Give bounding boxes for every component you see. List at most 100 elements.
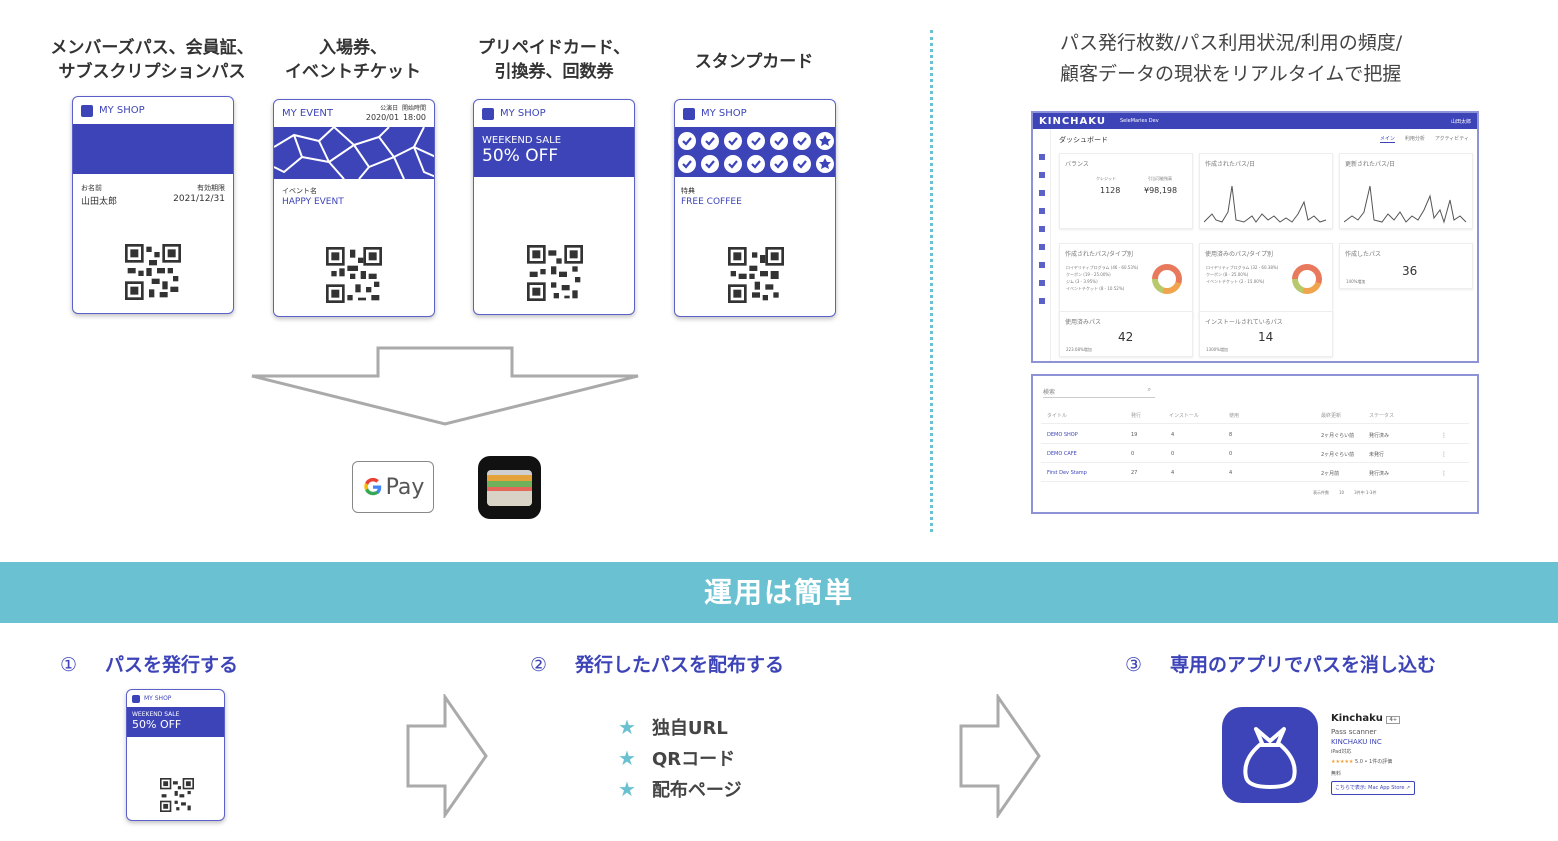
app-platform: iPad対応 <box>1331 749 1352 755</box>
used-by-type-card: 使用済みのパス/タイプ別 ロイヤリティプログラム (32 - 60.38%) ク… <box>1199 243 1333 319</box>
dashboard-sidebar <box>1033 129 1051 361</box>
date-label: 公演日 <box>380 105 399 112</box>
event-ticket-card: MY EVENT 公演日 開始時間 2020/01 18:00 イベント名 HA… <box>273 99 435 317</box>
title-members: メンバーズパス、会員証、 サブスクリプションパス <box>50 38 254 82</box>
more-icon[interactable]: ⋮ <box>1441 451 1447 458</box>
tab-main[interactable]: メイン <box>1379 136 1395 143</box>
sale-label: WEEKEND SALE <box>482 135 562 146</box>
event-title: MY EVENT <box>282 108 333 119</box>
created-per-day-card: 作成されたパス/日 <box>1199 153 1333 229</box>
updated-line-chart <box>1344 185 1467 224</box>
shop-icon <box>81 104 93 117</box>
rating-stars-icon: ★★★★★ <box>1331 759 1354 765</box>
vertical-divider <box>930 30 933 532</box>
bag-icon <box>132 694 140 703</box>
more-icon[interactable]: ⋮ <box>1441 470 1447 477</box>
event-name-label: イベント名 <box>282 187 317 195</box>
perk-label: 特典 <box>681 187 695 195</box>
dashboard-window: KINCHAKU SeleMaries Dev 山田太郎 ダッシュボード メイン… <box>1031 111 1479 363</box>
pouch-icon <box>1243 727 1297 789</box>
more-icon[interactable]: ⋮ <box>1441 432 1447 439</box>
used-by-type-title: 使用済みのパス/タイプ別 <box>1205 251 1274 258</box>
member-name: 山田太郎 <box>81 197 118 207</box>
mac-app-store-button[interactable]: こちらで表示: Mac App Store ↗ <box>1331 781 1415 795</box>
updated-per-day-title: 更新されたパス/日 <box>1345 161 1396 168</box>
amount-label: 引当可能残高 <box>1148 176 1172 181</box>
expiry-label: 有効期限 <box>197 184 225 192</box>
qr-code-icon <box>326 247 382 303</box>
qr-code-icon <box>160 778 194 812</box>
app-developer[interactable]: KINCHAKU INC <box>1331 738 1382 746</box>
kinchaku-app-icon[interactable] <box>1222 707 1318 803</box>
prepaid-shop-name: MY SHOP <box>500 108 546 119</box>
created-by-type-card: 作成されたパス/タイプ別 ロイヤリティプログラム (46 - 60.53%) ク… <box>1059 243 1193 319</box>
account-selector[interactable]: SeleMaries Dev <box>1119 118 1159 124</box>
search-icon: ⌕ <box>1147 386 1151 393</box>
installed-pass-value: 14 <box>1258 330 1274 344</box>
gpay-label: Pay <box>385 474 425 500</box>
used-pass-trend: 223.08%増加 <box>1066 347 1092 352</box>
rows-per-page-select[interactable]: 10 <box>1339 490 1345 495</box>
name-label: お名前 <box>81 184 102 192</box>
table-pagination: 表示件数 10 3件中 1-3件 <box>1313 490 1377 495</box>
google-pay-button[interactable]: Pay <box>352 461 434 513</box>
banner-easy-operation: 運用は簡単 <box>0 562 1558 623</box>
tab-activity[interactable]: アクティビティ <box>1434 136 1469 142</box>
members-card-header: MY SHOP <box>73 97 233 124</box>
expiry-date: 2021/12/31 <box>173 194 225 204</box>
bag-icon <box>482 107 494 120</box>
used-pass-card: 使用済みパス 42 223.08%増加 <box>1059 311 1193 357</box>
installed-pass-trend: 1300%増加 <box>1206 347 1228 352</box>
app-name: Kinchaku <box>1331 713 1383 724</box>
app-price: 無料 <box>1331 771 1342 777</box>
dashboard-caption: パス発行枚数/パス利用状況/利用の頻度/ 顧客データの現状をリアルタイムで把握 <box>1060 32 1403 85</box>
amount-value: ¥98,198 <box>1144 186 1178 195</box>
apple-wallet-icon[interactable] <box>478 456 541 519</box>
star-icon: ★ <box>618 777 636 801</box>
rating-text: 5.0 • 1件の評価 <box>1355 759 1393 765</box>
time-label: 開始時間 <box>401 105 426 112</box>
title-event: 入場券、 イベントチケット <box>285 38 421 82</box>
search-input[interactable]: 検索 ⌕ <box>1043 384 1155 398</box>
user-menu[interactable]: 山田太郎 <box>1450 118 1471 125</box>
sidebar-icons[interactable] <box>1039 154 1045 304</box>
created-by-type-title: 作成されたパス/タイプ別 <box>1065 251 1134 258</box>
members-pass-card: MY SHOP お名前 山田太郎 有効期限 2021/12/31 <box>72 96 234 314</box>
created-pass-card: 作成したパス 36 140%増加 <box>1339 243 1473 289</box>
down-arrow-icon <box>251 346 639 426</box>
google-g-icon <box>363 477 381 496</box>
prepaid-card: MY SHOP WEEKEND SALE 50% OFF <box>473 99 635 315</box>
app-store-info: Kinchaku 4+ Pass scanner KINCHAKU INC iP… <box>1331 712 1415 795</box>
installed-pass-title: インストールされているパス <box>1205 319 1283 326</box>
dashboard-tabs: メイン 利用分析 アクティビティ <box>1379 135 1469 143</box>
credit-label: クレジット <box>1096 176 1116 181</box>
created-pass-value: 36 <box>1402 264 1418 278</box>
star-icon: ★ <box>618 715 636 739</box>
bag-icon <box>683 107 695 120</box>
event-card-header: MY EVENT 公演日 開始時間 2020/01 18:00 <box>274 100 434 127</box>
table-row[interactable]: DEMO CAFE 0 0 0 2ヶ月ぐらい前 未発行 ⋮ <box>1041 445 1469 463</box>
table-row[interactable]: DEMO SHOP 19 4 8 2ヶ月ぐらい前 発行済み ⋮ <box>1041 426 1469 444</box>
step1-card-header: MY SHOP <box>127 690 224 707</box>
table-row[interactable]: First Dev Stamp 27 4 4 2ヶ月前 発行済み ⋮ <box>1041 464 1469 482</box>
perk-value: FREE COFFEE <box>681 197 742 207</box>
prepaid-card-header: MY SHOP <box>474 100 634 127</box>
stamp-shop-name: MY SHOP <box>701 108 747 119</box>
app-subtitle: Pass scanner <box>1331 728 1377 736</box>
qr-code-icon <box>125 244 181 300</box>
created-per-day-title: 作成されたパス/日 <box>1205 161 1256 168</box>
updated-per-day-card: 更新されたパス/日 <box>1339 153 1473 229</box>
distribution-item-qr: ★QRコード <box>618 746 736 770</box>
offer-label: 50% OFF <box>482 146 559 166</box>
right-arrow-icon <box>406 694 488 818</box>
created-donut-chart <box>1152 264 1182 294</box>
created-legend: ロイヤリティプログラム (46 - 60.53%) クーポン (19 - 25.… <box>1066 265 1139 291</box>
tab-analysis[interactable]: 利用分析 <box>1404 136 1425 142</box>
prepaid-card-band: WEEKEND SALE 50% OFF <box>474 127 634 177</box>
qr-code-icon <box>527 245 583 301</box>
used-legend: ロイヤリティプログラム (32 - 60.38%) クーポン (8 - 25.0… <box>1206 265 1279 284</box>
created-pass-title: 作成したパス <box>1345 251 1382 258</box>
